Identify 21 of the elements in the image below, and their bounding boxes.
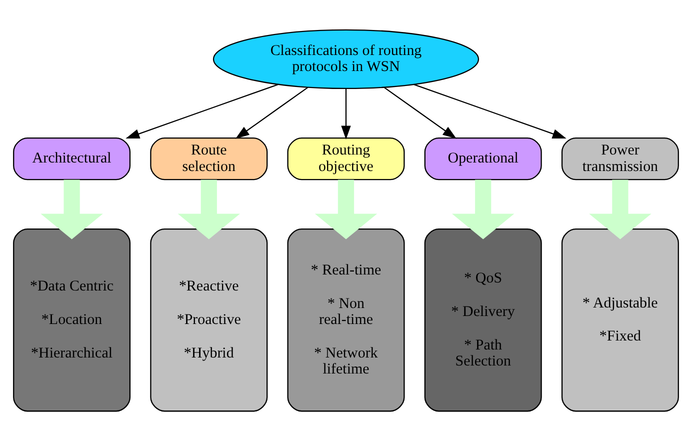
node-box: *Reactive *Proactive *Hybrid bbox=[150, 228, 268, 412]
arrow bbox=[452, 180, 514, 240]
node-box: * Adjustable *Fixed bbox=[560, 228, 678, 412]
arrow bbox=[413, 84, 566, 139]
arrow bbox=[234, 86, 308, 139]
node-box: Architectural bbox=[12, 138, 130, 180]
node-box: * QoS * Delivery * Path Selection bbox=[424, 228, 542, 412]
node-box: * Real-time * Non real-time * Network lifetime bbox=[286, 228, 404, 412]
arrow bbox=[125, 84, 278, 139]
node-box: Operational bbox=[424, 138, 542, 180]
node-box: *Data Centric *Location *Hierarchical bbox=[12, 228, 130, 412]
arrow bbox=[314, 180, 377, 240]
node-box: Power transmission bbox=[560, 138, 678, 180]
arrow bbox=[383, 86, 456, 139]
node-ellipse: Classifications of routing protocols in WSN bbox=[212, 29, 479, 90]
arrow bbox=[40, 180, 102, 240]
arrow bbox=[340, 89, 350, 140]
arrow bbox=[588, 180, 651, 240]
node-box: Routing objective bbox=[286, 138, 404, 180]
arrow bbox=[177, 180, 240, 240]
node-box: Route selection bbox=[150, 138, 268, 180]
